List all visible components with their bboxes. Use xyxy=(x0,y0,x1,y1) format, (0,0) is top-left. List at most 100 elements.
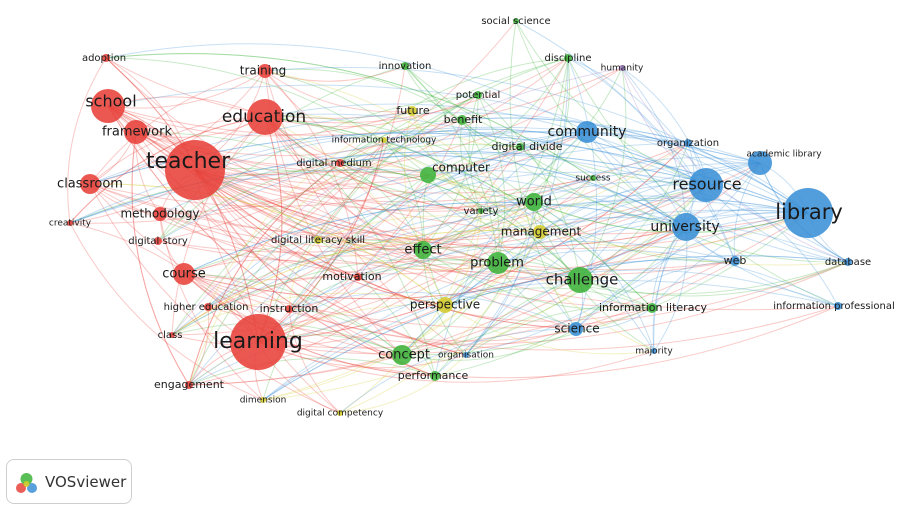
node-dimension[interactable] xyxy=(260,397,266,403)
label-problem[interactable]: problem xyxy=(470,256,524,271)
label-information-literacy[interactable]: information literacy xyxy=(599,301,707,314)
node-effect[interactable] xyxy=(414,241,432,259)
node-humanity[interactable] xyxy=(619,65,625,71)
node-information-literacy[interactable] xyxy=(647,303,657,313)
label-university[interactable]: university xyxy=(650,219,719,235)
node-innovation[interactable] xyxy=(401,62,409,70)
label-higher-education[interactable]: higher education xyxy=(164,302,249,313)
label-class[interactable]: class xyxy=(158,330,183,341)
label-dimension[interactable]: dimension xyxy=(240,396,287,406)
node-course[interactable] xyxy=(173,263,195,285)
node-variety[interactable] xyxy=(478,208,484,214)
label-motivation[interactable]: motivation xyxy=(322,270,381,283)
node-organisation[interactable] xyxy=(463,352,469,358)
label-success[interactable]: success xyxy=(575,174,611,184)
label-digital-competency[interactable]: digital competency xyxy=(297,409,384,419)
node-instruction[interactable] xyxy=(285,305,293,313)
node-social-science[interactable] xyxy=(513,18,519,24)
label-organisation[interactable]: organisation xyxy=(438,351,494,361)
label-framework[interactable]: framework xyxy=(102,125,172,140)
label-organization[interactable]: organization xyxy=(657,138,719,149)
node-higher-education[interactable] xyxy=(204,303,212,311)
node-classroom[interactable] xyxy=(80,174,100,194)
node-teacher[interactable] xyxy=(165,140,225,200)
node-information-technology[interactable] xyxy=(381,137,387,143)
label-learning[interactable]: learning xyxy=(213,329,303,354)
node-community[interactable] xyxy=(576,121,598,143)
node-concept[interactable] xyxy=(392,345,412,365)
label-adoption[interactable]: adoption xyxy=(82,53,126,64)
label-training[interactable]: training xyxy=(240,64,287,78)
label-digital-divide[interactable]: digital divide xyxy=(491,140,562,153)
node-challenge[interactable] xyxy=(567,267,593,293)
label-performance[interactable]: performance xyxy=(398,369,469,382)
label-academic-library[interactable]: academic library xyxy=(746,150,822,160)
label-digital-story[interactable]: digital story xyxy=(128,236,188,247)
label-benefit[interactable]: benefit xyxy=(444,113,483,126)
label-teacher[interactable]: teacher xyxy=(146,149,231,174)
label-management[interactable]: management xyxy=(501,225,582,239)
node-world[interactable] xyxy=(525,193,543,211)
node-performance[interactable] xyxy=(430,371,440,381)
label-potential[interactable]: potential xyxy=(456,90,500,101)
node-digital-medium[interactable] xyxy=(336,159,344,167)
label-methodology[interactable]: methodology xyxy=(120,207,199,221)
node-problem[interactable] xyxy=(487,252,509,274)
node-science[interactable] xyxy=(569,322,583,336)
label-instruction[interactable]: instruction xyxy=(260,302,319,315)
node-library[interactable] xyxy=(783,188,833,238)
node-training[interactable] xyxy=(258,64,272,78)
node-engagement[interactable] xyxy=(185,381,193,389)
label-future[interactable]: future xyxy=(396,104,429,117)
label-information-technology[interactable]: information technology xyxy=(332,136,437,146)
label-community[interactable]: community xyxy=(548,124,627,140)
label-science[interactable]: science xyxy=(554,322,599,336)
node-academic-library[interactable] xyxy=(748,151,772,175)
label-school[interactable]: school xyxy=(85,92,136,111)
label-database[interactable]: database xyxy=(825,257,871,268)
label-classroom[interactable]: classroom xyxy=(57,177,123,192)
label-course[interactable]: course xyxy=(162,267,205,282)
node-information-professional[interactable] xyxy=(834,302,842,310)
label-challenge[interactable]: challenge xyxy=(546,271,619,289)
node-learning[interactable] xyxy=(230,314,286,370)
vosviewer-brand-button[interactable]: VOSviewer xyxy=(6,459,132,504)
label-humanity[interactable]: humanity xyxy=(601,64,644,74)
node-digital-story[interactable] xyxy=(154,237,162,245)
node-adoption[interactable] xyxy=(102,54,110,62)
node-benefit[interactable] xyxy=(457,115,467,125)
node-digital-competency[interactable] xyxy=(337,410,343,416)
node-class[interactable] xyxy=(169,332,175,338)
label-discipline[interactable]: discipline xyxy=(544,53,591,64)
label-concept[interactable]: concept xyxy=(378,348,430,363)
node-education[interactable] xyxy=(247,99,283,135)
node-creativity[interactable] xyxy=(67,220,73,226)
node-potential[interactable] xyxy=(474,91,482,99)
node-resource[interactable] xyxy=(689,168,723,202)
node-digital-literacy-skill[interactable] xyxy=(314,236,322,244)
label-creativity[interactable]: creativity xyxy=(49,219,92,229)
node-discipline[interactable] xyxy=(564,54,572,62)
node-computer[interactable] xyxy=(420,167,436,183)
label-majority[interactable]: majority xyxy=(635,347,673,357)
label-computer[interactable]: computer xyxy=(432,161,490,175)
label-perspective[interactable]: perspective xyxy=(410,298,480,312)
label-web[interactable]: web xyxy=(724,254,747,267)
label-innovation[interactable]: innovation xyxy=(379,61,432,72)
label-social-science[interactable]: social science xyxy=(481,16,550,27)
node-success[interactable] xyxy=(590,175,596,181)
node-university[interactable] xyxy=(672,213,700,241)
label-library[interactable]: library xyxy=(775,200,843,224)
label-digital-literacy-skill[interactable]: digital literacy skill xyxy=(271,235,365,246)
node-majority[interactable] xyxy=(651,348,657,354)
label-digital-medium[interactable]: digital medium xyxy=(296,158,371,169)
node-framework[interactable] xyxy=(124,120,148,144)
node-management[interactable] xyxy=(533,225,547,239)
label-resource[interactable]: resource xyxy=(672,175,741,194)
label-world[interactable]: world xyxy=(516,195,552,210)
label-education[interactable]: education xyxy=(222,107,306,127)
label-variety[interactable]: variety xyxy=(464,206,499,217)
node-future[interactable] xyxy=(407,106,417,116)
node-methodology[interactable] xyxy=(153,207,167,221)
